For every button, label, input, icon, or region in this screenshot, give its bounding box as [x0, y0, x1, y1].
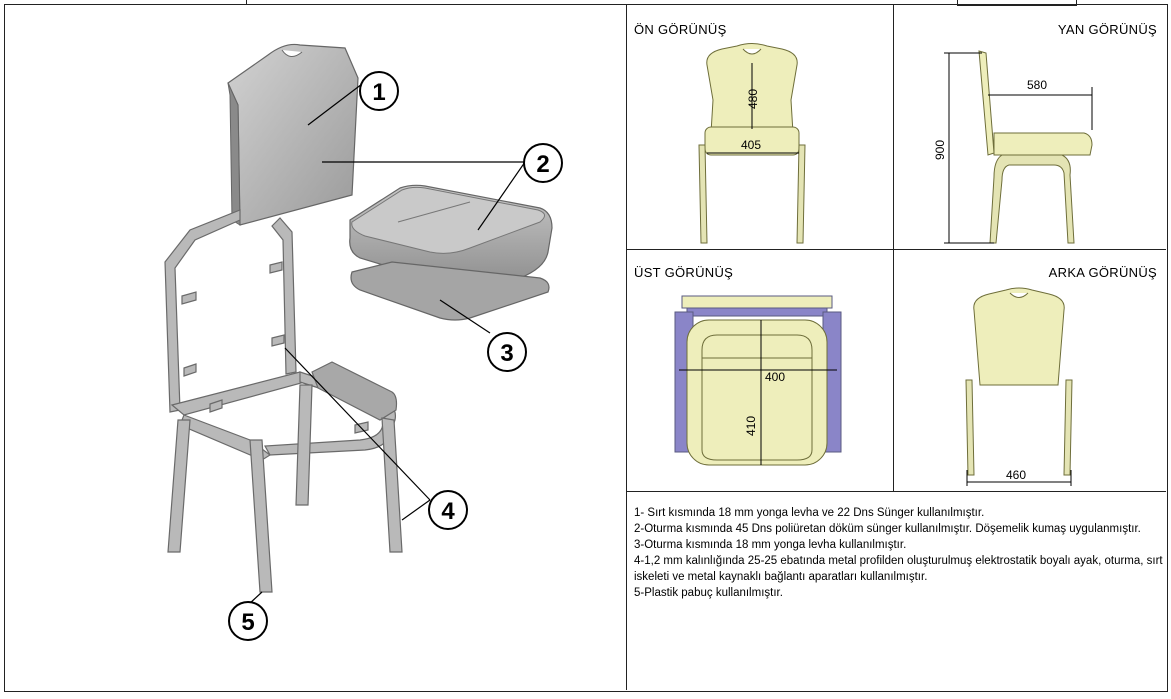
top-depth-dimension: 410: [744, 416, 758, 436]
top-view-drawing: 400 410: [674, 295, 842, 466]
front-view-title: ÖN GÖRÜNÜŞ: [634, 22, 727, 37]
front-height-dimension: 480: [746, 89, 760, 109]
notes-divider: [626, 491, 1166, 492]
callout-circle-2: 2: [523, 143, 563, 183]
note-3: 3-Oturma kısmında 18 mm yonga levha kull…: [634, 539, 907, 551]
side-view-drawing: 580 900: [933, 50, 1093, 244]
note-1: 1- Sırt kısmında 18 mm yonga levha ve 22…: [634, 507, 985, 519]
callout-circle-1: 1: [359, 71, 399, 111]
back-width-dimension: 460: [1006, 468, 1026, 482]
metal-frame: [164, 209, 403, 593]
svg-text:4: 4: [441, 498, 455, 525]
top-width-dimension: 400: [765, 370, 785, 384]
front-width-dimension: 405: [741, 138, 761, 152]
callout-circle-4: 4: [428, 490, 468, 530]
backrest-board: [227, 43, 359, 226]
back-view-title: ARKA GÖRÜNÜŞ: [1048, 265, 1157, 280]
side-view-title: YAN GÖRÜNÜŞ: [1057, 22, 1157, 37]
title-strip-box: [957, 0, 1077, 6]
views-column-divider: [893, 4, 894, 491]
material-notes: 1- Sırt kısmında 18 mm yonga levha ve 22…: [634, 505, 1166, 601]
side-depth-dimension: 580: [1027, 78, 1047, 92]
seat-board: [350, 261, 550, 321]
views-panel-divider: [626, 4, 627, 690]
svg-text:5: 5: [241, 609, 254, 636]
front-view-drawing: 480 405: [698, 43, 806, 244]
top-view-title: ÜST GÖRÜNÜŞ: [634, 265, 734, 280]
svg-text:1: 1: [372, 79, 385, 106]
svg-text:3: 3: [500, 340, 513, 367]
views-row-divider: [626, 249, 1166, 250]
note-5: 5-Plastik pabuç kullanılmıştır.: [634, 587, 783, 599]
side-height-dimension: 900: [933, 140, 947, 160]
back-view-drawing: 460: [965, 287, 1073, 486]
note-2: 2-Oturma kısmında 45 Dns poliüretan dökü…: [634, 523, 1141, 535]
note-4: 4-1,2 mm kalınlığında 25-25 ebatında met…: [634, 555, 1163, 583]
callout-leaders: [247, 83, 526, 606]
svg-text:2: 2: [536, 151, 549, 178]
drawing-border: [4, 4, 1168, 692]
callout-circle-3: 3: [487, 332, 527, 372]
exploded-chair-drawing: 1 2 3 4 5: [164, 43, 563, 641]
title-strip-divider: [246, 0, 247, 4]
callout-circle-5: 5: [228, 601, 268, 641]
